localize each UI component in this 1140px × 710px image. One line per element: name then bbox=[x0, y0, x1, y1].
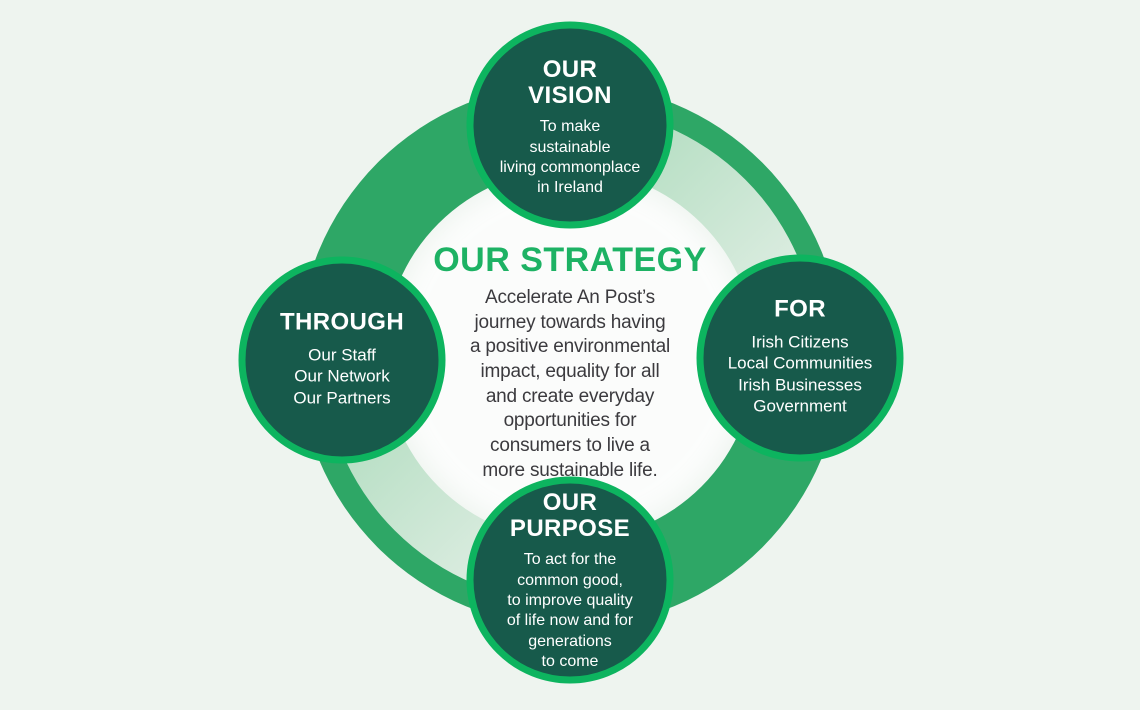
purpose-body: To act for the common good, to improve q… bbox=[506, 551, 634, 670]
center-description: Accelerate An Post’s journey towards hav… bbox=[469, 286, 671, 481]
through-text-block: THROUGH Our Staff Our Network Our Partne… bbox=[232, 309, 452, 408]
purpose-text-block: OUR PURPOSE To act for the common good, … bbox=[460, 488, 680, 672]
page-title: OUR STRATEGY bbox=[433, 240, 707, 279]
vision-circle bbox=[466, 21, 674, 229]
through-title: THROUGH bbox=[279, 308, 405, 336]
ring-segment-top-right-rim bbox=[570, 83, 842, 355]
vision-body: To make sustainable living commonplace i… bbox=[499, 118, 641, 197]
for-text-block: FOR Irish Citizens Local Communities Iri… bbox=[690, 295, 910, 418]
vision-title: OUR VISION bbox=[528, 56, 612, 109]
vision-text-block: OUR VISION To make sustainable living co… bbox=[460, 57, 680, 199]
center-text-block: OUR STRATEGY Accelerate An Post’s journe… bbox=[420, 243, 720, 484]
for-circle bbox=[696, 254, 904, 462]
inner-glow-circle bbox=[390, 175, 750, 535]
ring-segment-bottom-left-rim bbox=[298, 355, 570, 627]
through-circle bbox=[238, 256, 446, 464]
purpose-title: OUR PURPOSE bbox=[509, 488, 631, 542]
for-body: Irish Citizens Local Communities Irish B… bbox=[727, 332, 873, 416]
for-title: FOR bbox=[774, 295, 826, 323]
through-body: Our Staff Our Network Our Partners bbox=[293, 344, 391, 408]
purpose-circle bbox=[466, 476, 674, 684]
